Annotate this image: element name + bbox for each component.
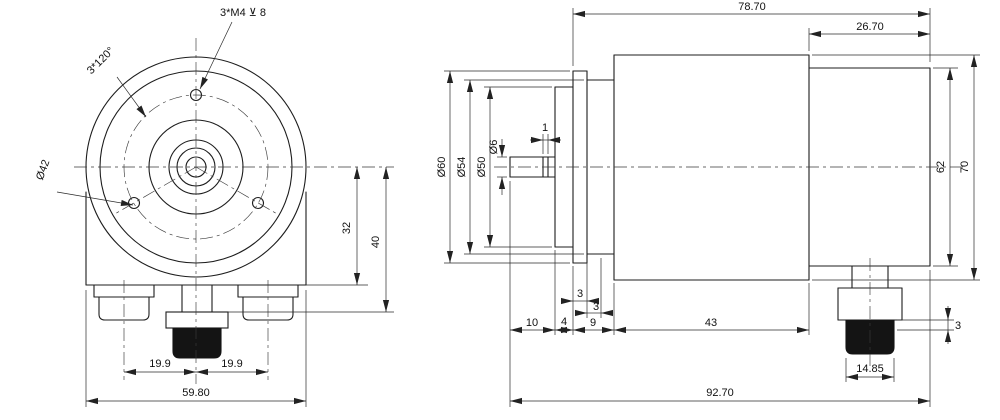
front-view-dimensions: [56, 21, 394, 407]
dim-height-70: 70: [959, 161, 971, 173]
dim-height-62: 62: [935, 161, 947, 173]
front-view-centerlines: [74, 38, 394, 384]
dim-groove-1: 1: [542, 122, 548, 134]
side-view: 78.70 26.70 70 62 Ø60 Ø54 Ø50 Ø6 1 10 4 …: [436, 1, 980, 407]
dim-4: 4: [561, 316, 567, 328]
dim-43: 43: [705, 317, 717, 329]
connector-plug-front: [172, 327, 222, 359]
dia-50: Ø50: [476, 157, 488, 178]
dim-10: 10: [526, 317, 538, 329]
hole-pattern-note: 3*120°: [85, 45, 117, 77]
dim-conn-3: 3: [955, 320, 961, 332]
bolt-circle-dia: Ø42: [34, 158, 52, 182]
side-view-centerlines: [494, 166, 964, 366]
dia-60: Ø60: [436, 157, 448, 178]
dim-3-a: 3: [577, 288, 583, 300]
dim-rear-length: 26.70: [856, 21, 884, 33]
front-view: 3*M4 ⊻ 8 3*120° Ø42 32 40 19.9 19.9 59.8…: [34, 7, 394, 407]
dim-pitch-left: 19.9: [149, 358, 170, 370]
dim-32: 32: [341, 222, 353, 234]
side-view-dimensions: [444, 8, 980, 407]
dim-overall-width: 59.80: [182, 387, 210, 399]
side-view-labels: 78.70 26.70 70 62 Ø60 Ø54 Ø50 Ø6 1 10 4 …: [436, 1, 971, 399]
dim-3-b: 3: [593, 301, 599, 313]
dim-conn-width: 14.85: [856, 363, 884, 375]
thread-note: 3*M4 ⊻ 8: [220, 7, 266, 19]
dia-6: Ø6: [488, 140, 500, 155]
dia-54: Ø54: [456, 157, 468, 178]
dim-body-length: 78.70: [738, 1, 766, 13]
dim-40: 40: [370, 236, 382, 248]
dim-overall-length: 92.70: [706, 387, 734, 399]
dim-9: 9: [590, 317, 596, 329]
dim-pitch-right: 19.9: [221, 358, 242, 370]
